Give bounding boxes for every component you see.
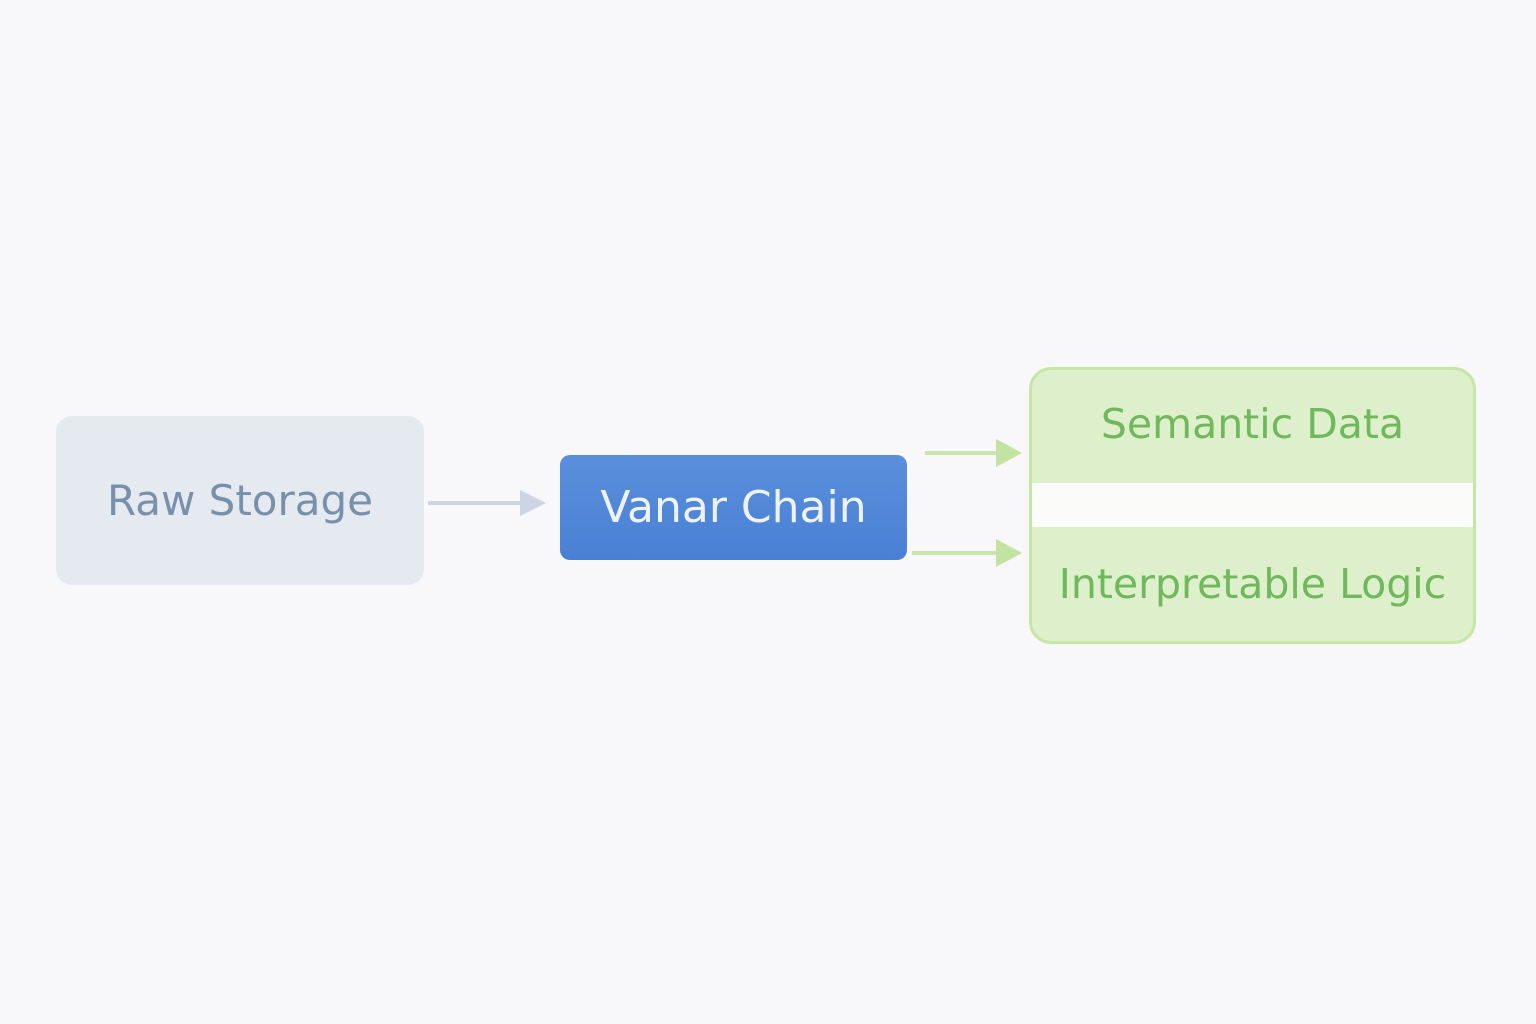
- arrow-raw-to-vanar: [428, 490, 546, 516]
- divider-strip: [1032, 483, 1473, 527]
- vanar-chain-node: Vanar Chain: [560, 455, 907, 560]
- raw-storage-label: Raw Storage: [106, 476, 374, 525]
- semantic-data-label: Semantic Data: [1100, 400, 1405, 448]
- interpretable-logic-label: Interpretable Logic: [1058, 560, 1447, 608]
- output-node: Semantic Data Interpretable Logic: [1029, 367, 1476, 644]
- raw-storage-node: Raw Storage: [56, 416, 424, 585]
- arrow-vanar-to-semantic: [925, 439, 1022, 467]
- vanar-chain-label: Vanar Chain: [600, 482, 867, 533]
- arrow-vanar-to-logic: [912, 539, 1022, 567]
